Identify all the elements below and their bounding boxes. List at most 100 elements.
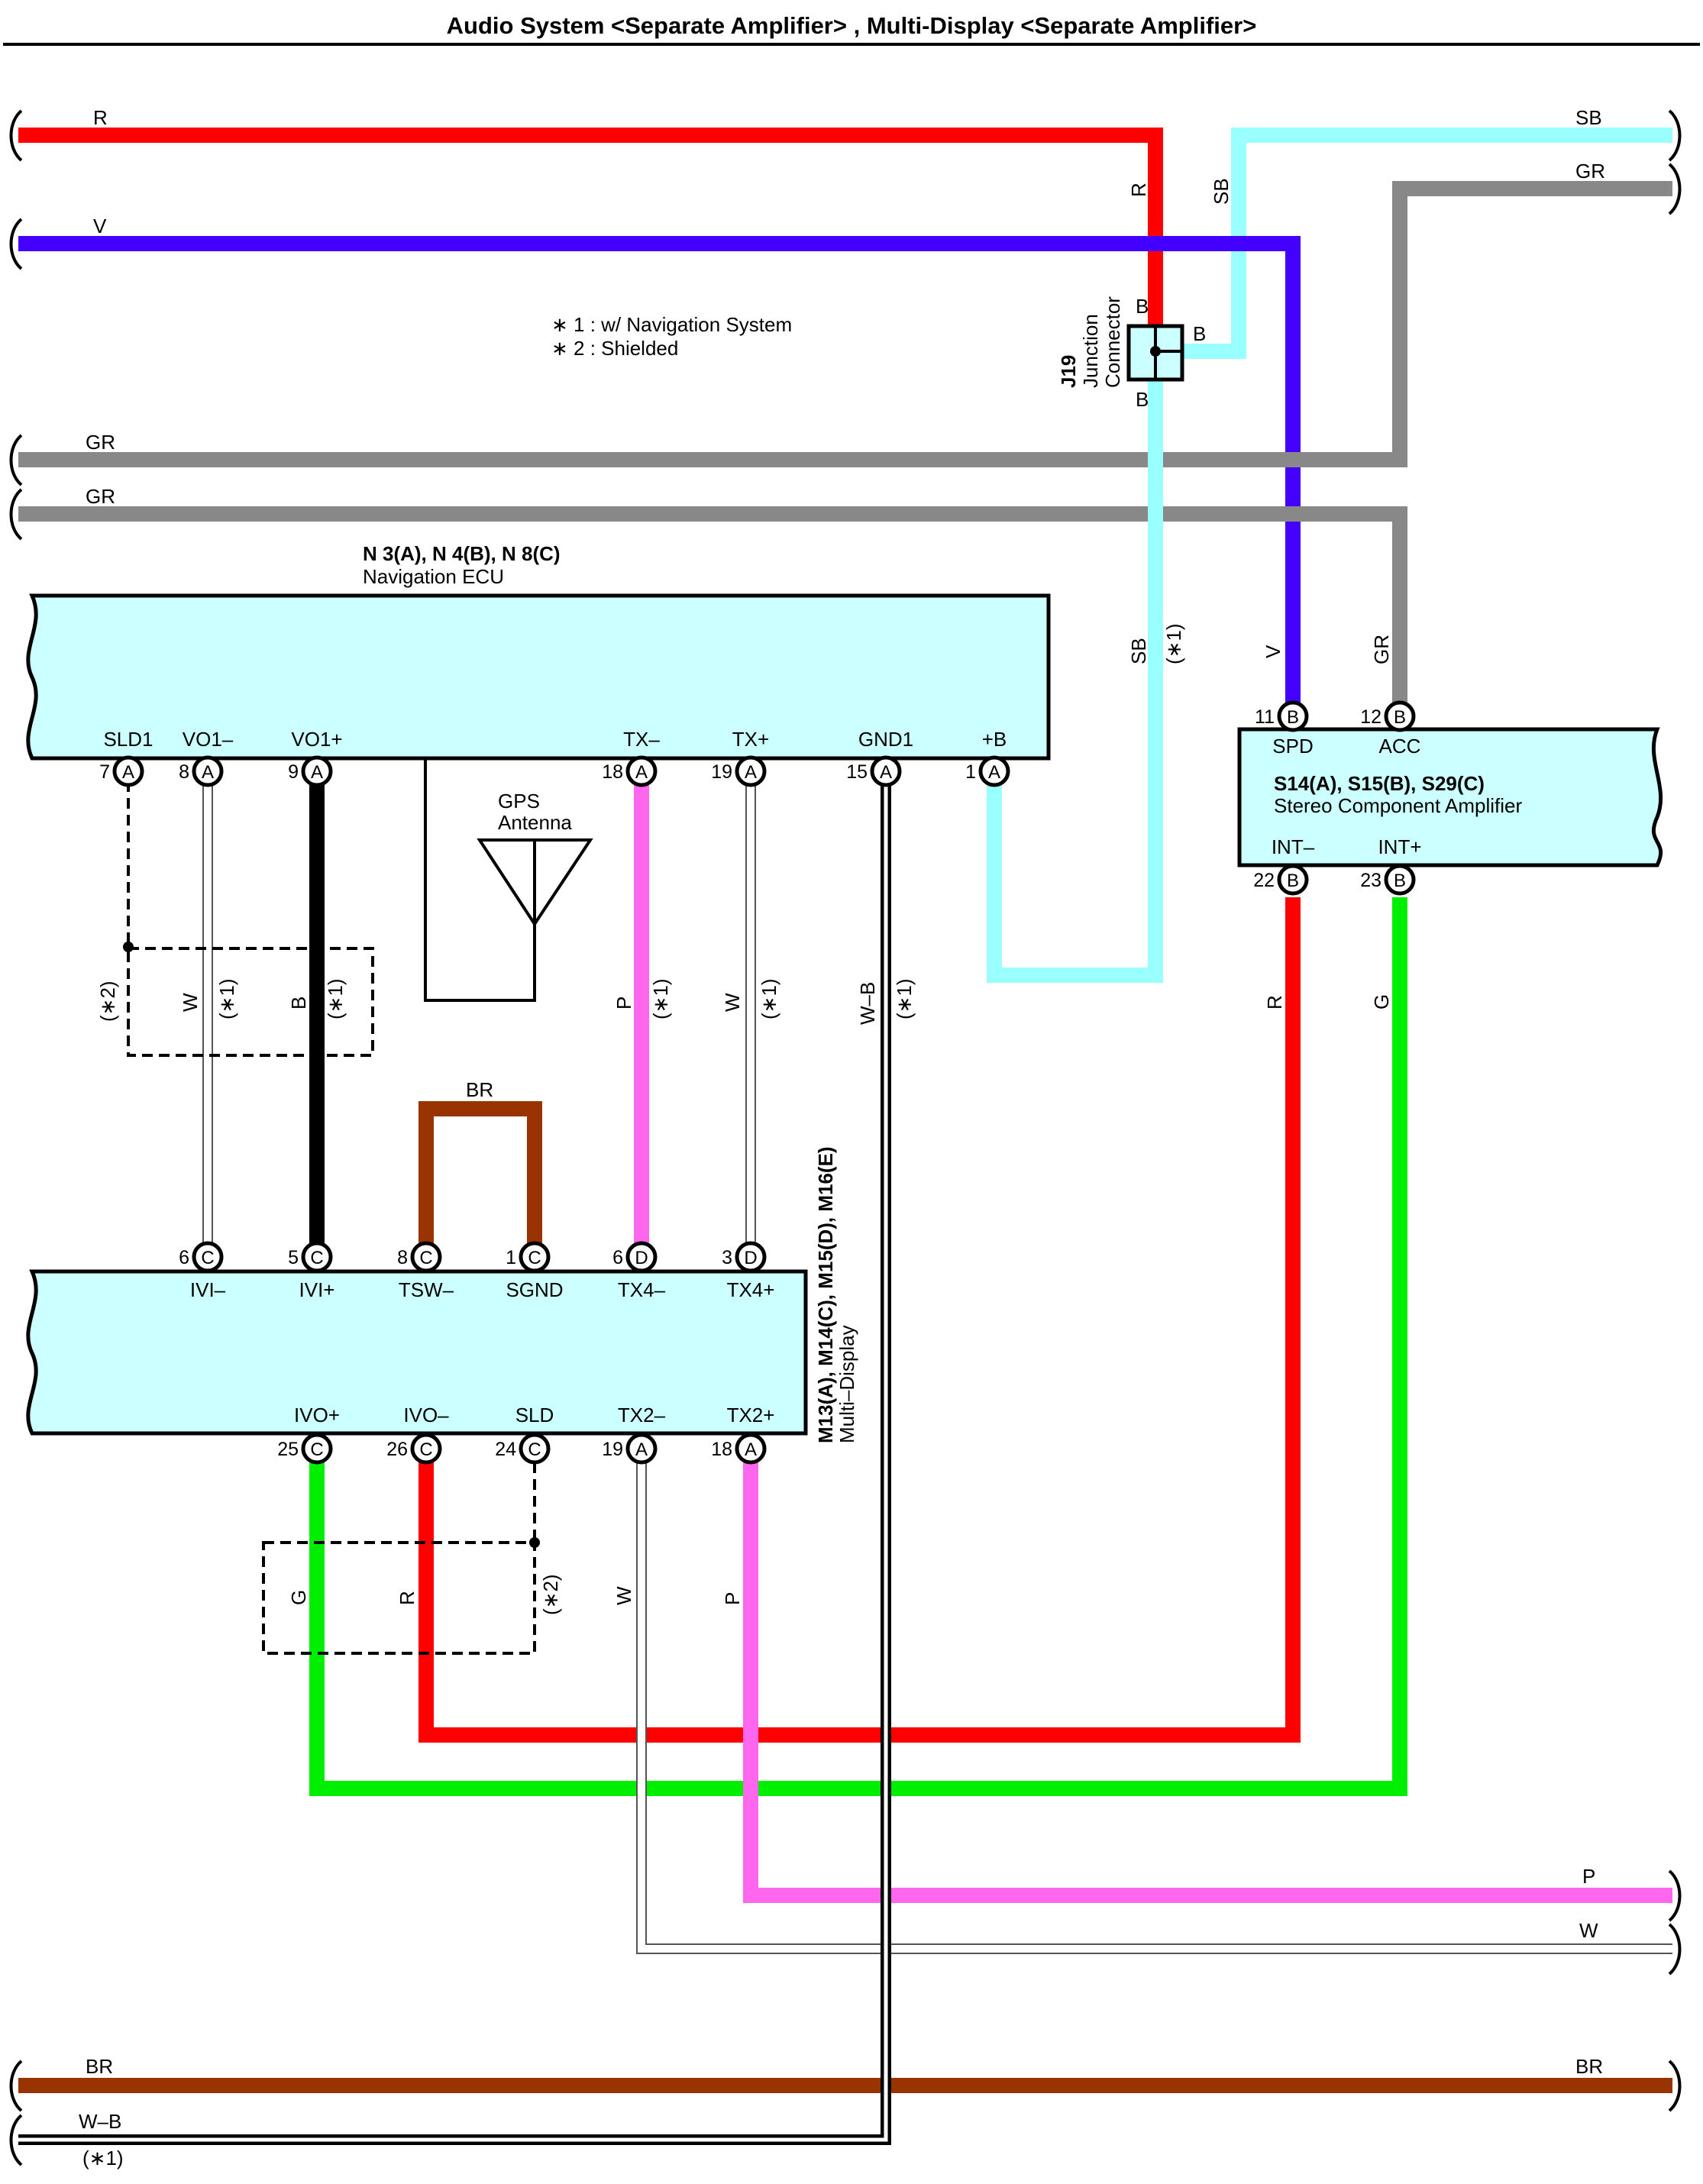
- pin-circle: [625, 755, 658, 787]
- nav-ecu-pin-6: A1+B: [965, 728, 1010, 787]
- pin-connector-letter: A: [880, 762, 892, 783]
- amplifier-connectors: S14(A), S15(B), S29(C): [1274, 772, 1485, 795]
- junction-node: [1150, 346, 1161, 357]
- pin-name: SPD: [1272, 735, 1313, 758]
- amplifier-pin-bottom-1: B 23 INT+: [1360, 835, 1422, 896]
- label-r-vertical: R: [1127, 183, 1150, 197]
- label-bottom-star1: (∗1): [82, 2147, 124, 2169]
- shield-node-upper: [123, 942, 134, 952]
- label-top-gr-right: GR: [1575, 160, 1605, 183]
- wire-p-tx2plus: [743, 1462, 1672, 1903]
- gps-label-1: GPS: [498, 790, 540, 813]
- pin-number: 6: [179, 1247, 189, 1268]
- label-tx2plus-p: P: [721, 1592, 744, 1605]
- label-sld1-star2: (∗2): [96, 981, 119, 1022]
- label-sb-lower: SB: [1127, 638, 1150, 664]
- pin-connector-letter: B: [1287, 707, 1299, 728]
- label-sb-vertical: SB: [1210, 178, 1233, 205]
- label-txplus-w: W: [721, 993, 744, 1012]
- label-gnd1-wb: W–B: [856, 982, 879, 1025]
- nav-ecu-name: Navigation ECU: [363, 565, 504, 588]
- nav-ecu-connectors: N 3(A), N 4(B), N 8(C): [363, 542, 561, 565]
- amplifier-body: [1237, 727, 1663, 867]
- pin-number: 5: [288, 1247, 299, 1268]
- pin-connector-letter: B: [1394, 871, 1406, 891]
- pin-connector-letter: A: [635, 1439, 648, 1460]
- break-right-w: [1668, 1923, 1682, 1976]
- label-br-loop: BR: [466, 1078, 493, 1101]
- pin-name: INT+: [1378, 835, 1421, 858]
- pin-number: 26: [386, 1439, 408, 1460]
- label-vo1plus-b: B: [287, 997, 310, 1010]
- navigation-ecu: N 3(A), N 4(B), N 8(C) Navigation ECU: [26, 542, 1051, 761]
- junction-code: J19: [1057, 355, 1080, 388]
- pin-circle: [1277, 864, 1309, 896]
- break-left-br: [9, 2060, 23, 2112]
- wire-r-int: [418, 897, 1301, 1743]
- gps-antenna: GPS Antenna: [424, 758, 593, 1002]
- pin-connector-letter: D: [635, 1248, 648, 1268]
- wire-sb-lower: [987, 374, 1163, 983]
- label-txminus-star1: (∗1): [649, 978, 672, 1019]
- pin-circle: [192, 755, 224, 787]
- pin-name: VO1–: [183, 728, 234, 751]
- label-sld-star2: (∗2): [539, 1574, 562, 1615]
- pin-name: TX4+: [727, 1278, 775, 1301]
- wire-breaks-right: [1668, 109, 1682, 2112]
- pin-connector-letter: A: [311, 762, 323, 783]
- pin-name: INT–: [1272, 835, 1315, 858]
- junction-name-line1: Junction: [1079, 314, 1102, 388]
- wire-breaks-left: [9, 109, 23, 2166]
- shield-box-lower: [262, 1541, 536, 1655]
- break-right-br: [1668, 2060, 1682, 2112]
- label-vo1minus-w: W: [179, 993, 202, 1012]
- pin-circle: [301, 1241, 333, 1273]
- pin-circle: [519, 1241, 551, 1273]
- pin-name: VO1+: [291, 728, 342, 751]
- diagram-title: Audio System <Separate Amplifier> , Mult…: [447, 12, 1257, 39]
- amplifier-name: Stereo Component Amplifier: [1274, 794, 1523, 817]
- wires: [18, 128, 1672, 2145]
- pin-name: TX2+: [727, 1404, 775, 1426]
- pin-circle: [735, 1433, 767, 1465]
- nav-ecu-pin-2: A9 VO1+: [288, 728, 343, 787]
- pin-connector-letter: C: [528, 1248, 541, 1268]
- label-gr-vertical: GR: [1370, 635, 1393, 664]
- pin-connector-letter: C: [201, 1248, 214, 1268]
- label-ivo-plus-g: G: [287, 1590, 310, 1605]
- pin-connector-letter: C: [310, 1439, 323, 1460]
- pin-name: TX–: [623, 728, 660, 751]
- label-gr-left-2: GR: [86, 485, 115, 508]
- pin-number: 23: [1360, 870, 1381, 891]
- pin-connector-letter: C: [419, 1439, 432, 1460]
- pin-number: 9: [288, 761, 299, 783]
- break-left-gr2: [9, 488, 23, 541]
- label-int-plus-g: G: [1370, 994, 1393, 1010]
- pin-circle: [192, 1241, 224, 1273]
- multi-display: M13(A), M14(C), M15(D), M16(E) Multi–Dis…: [26, 1146, 858, 1443]
- break-right-sb: [1668, 109, 1682, 162]
- junction-pin-top: B: [1136, 295, 1149, 318]
- pin-connector-letter: A: [122, 762, 134, 783]
- pin-name: IVI+: [299, 1278, 335, 1301]
- pin-number: 11: [1255, 706, 1275, 728]
- wire-w-tx2minus-core: [638, 1462, 1672, 1953]
- label-star1-sb: (∗1): [1162, 623, 1185, 664]
- pin-circle: [410, 1241, 442, 1273]
- wire-gr-top-right: [18, 181, 1672, 467]
- gps-label-2: Antenna: [498, 811, 572, 834]
- pin-connector-letter: A: [202, 762, 214, 783]
- pin-name: ACC: [1379, 735, 1421, 758]
- pin-name: TSW–: [399, 1278, 454, 1301]
